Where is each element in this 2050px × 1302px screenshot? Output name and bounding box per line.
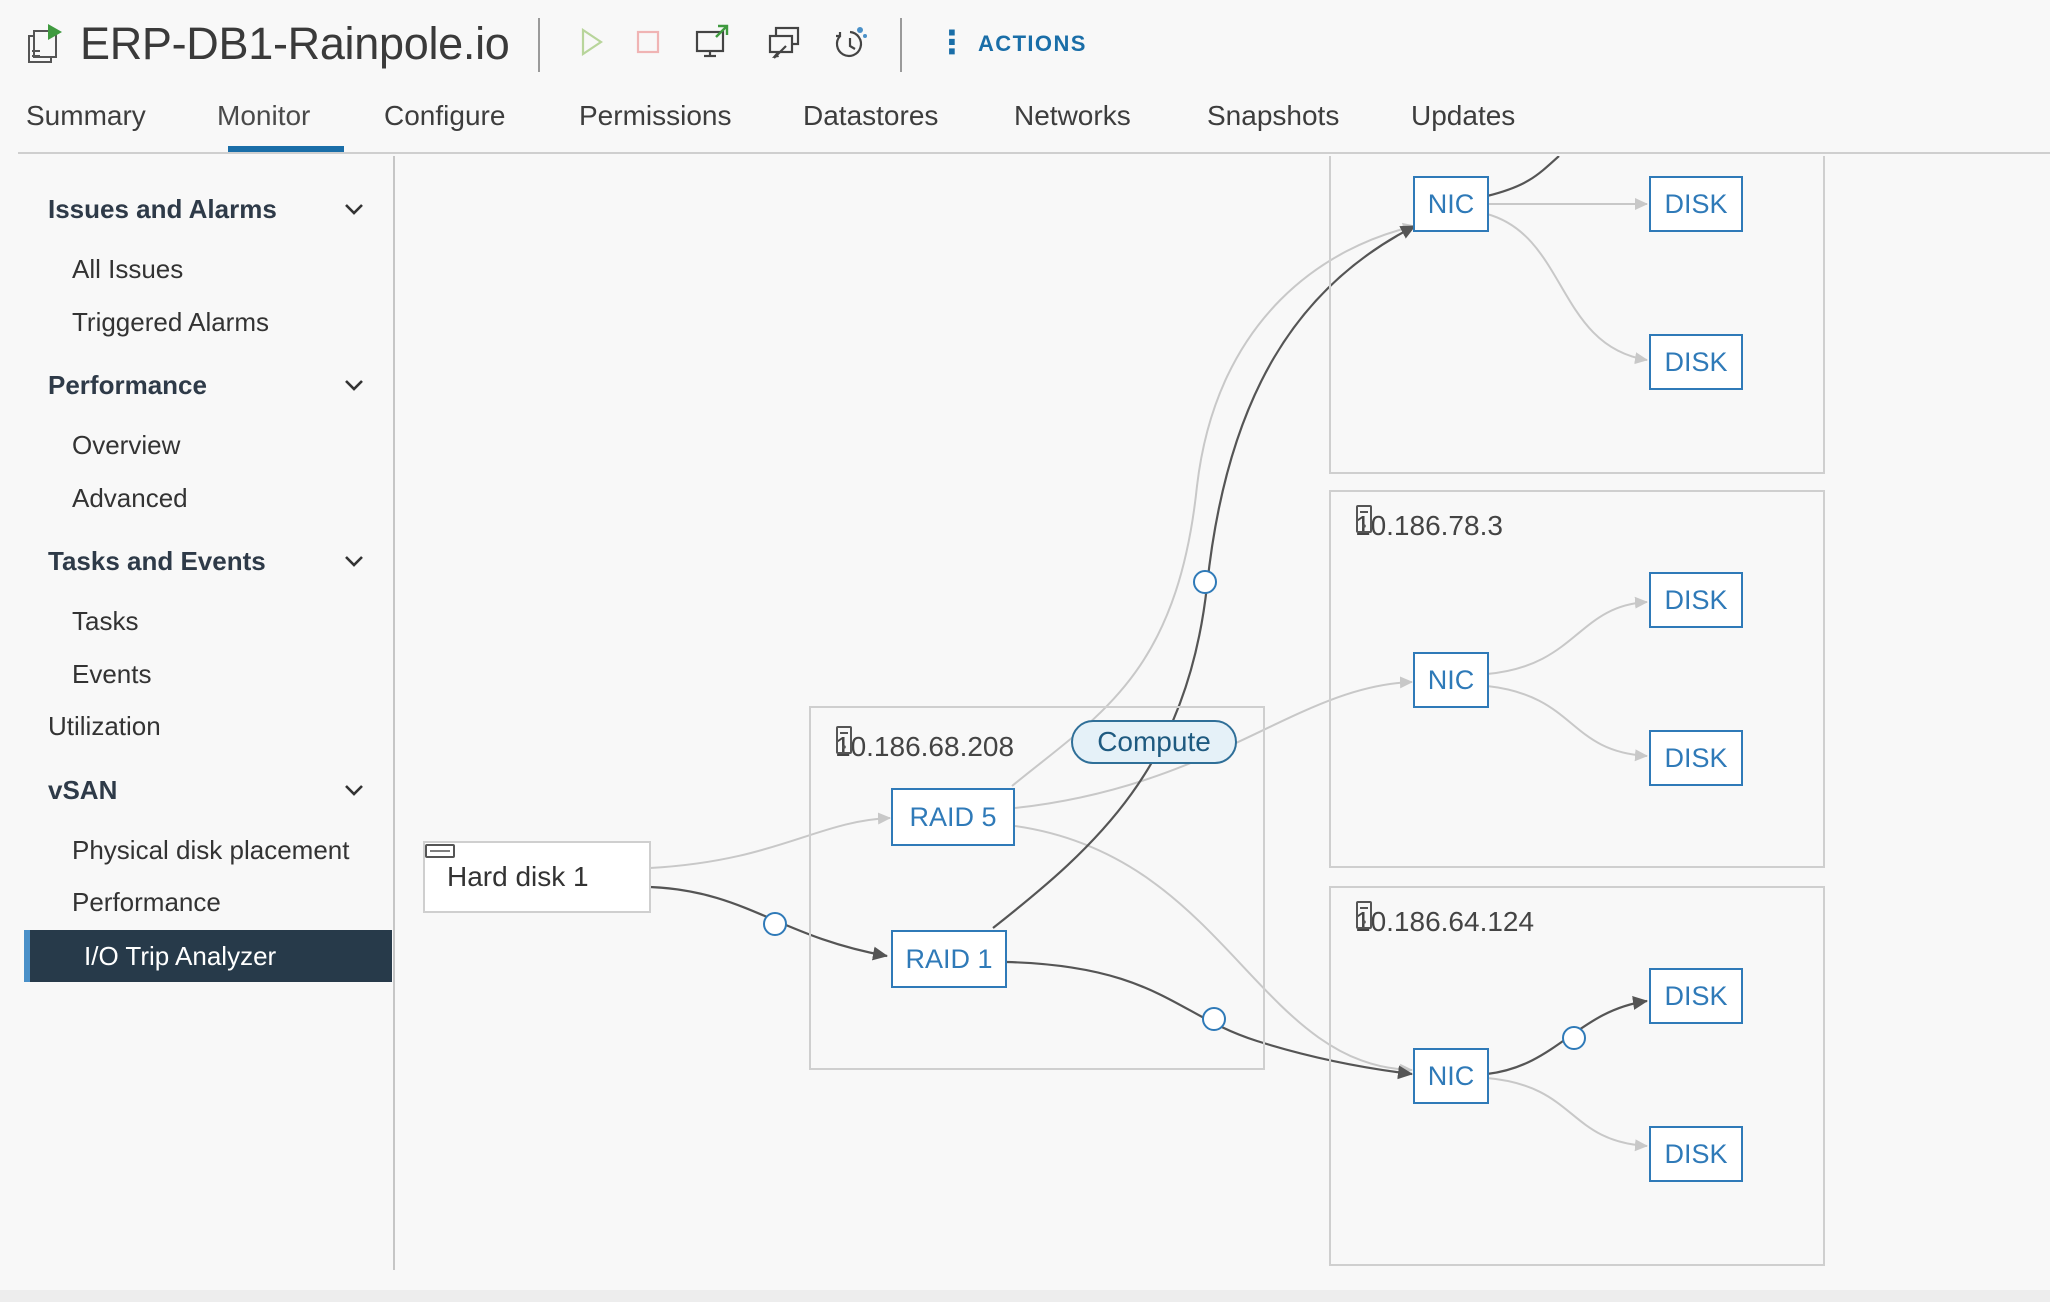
tab-updates[interactable]: Updates — [1411, 100, 1516, 131]
nic-node[interactable]: NIC — [1413, 652, 1489, 708]
host-ip: 10.186.78.3 — [1355, 510, 1503, 541]
sidebar-group-label: Tasks and Events — [48, 545, 266, 576]
compute-host-box — [809, 706, 1265, 1070]
sidebar-item-vsan-performance[interactable]: Performance — [72, 886, 221, 917]
tab-networks[interactable]: Networks — [1014, 100, 1131, 131]
disk-node[interactable]: DISK — [1649, 572, 1743, 628]
io-path-inactive — [1014, 676, 1413, 809]
latency-waypoint[interactable] — [1202, 1007, 1226, 1031]
chevron-down-icon — [345, 556, 363, 567]
latency-waypoint[interactable] — [763, 912, 787, 936]
host-box — [1329, 156, 1825, 474]
io-path-inactive — [1486, 213, 1648, 365]
hard-disk-label: Hard disk 1 — [447, 861, 589, 892]
io-path-active — [649, 885, 888, 961]
chevron-down-icon — [345, 204, 363, 215]
tab-snapshots[interactable]: Snapshots — [1207, 100, 1340, 131]
host-server-icon — [836, 726, 852, 754]
power-on-icon[interactable] — [570, 20, 614, 64]
io-path-inactive — [649, 812, 891, 869]
io-path-inactive — [1486, 685, 1648, 762]
io-path-inactive — [1486, 596, 1648, 675]
launch-console-icon[interactable] — [690, 20, 734, 64]
sidebar-group-issues-and-alarms[interactable]: Issues and Alarms — [0, 183, 392, 235]
io-path-inactive — [1014, 825, 1413, 1076]
tab-monitor[interactable]: Monitor — [217, 100, 311, 131]
monitor-sidebar: Issues and Alarms All Issues Triggered A… — [0, 156, 395, 1270]
latency-waypoint[interactable] — [1562, 1026, 1586, 1050]
sidebar-item-tasks[interactable]: Tasks — [72, 605, 139, 636]
host-label: 10.186.78.3 — [1355, 504, 1537, 548]
io-path-inactive — [1486, 1077, 1648, 1152]
vm-title: ERP-DB1-Rainpole.io — [80, 18, 510, 69]
object-tabs: Summary Monitor Configure Permissions Da… — [18, 92, 2050, 154]
sidebar-item-triggered-alarms[interactable]: Triggered Alarms — [72, 306, 269, 337]
vm-powered-on-icon — [26, 22, 64, 64]
sidebar-item-all-issues[interactable]: All Issues — [72, 253, 184, 284]
object-header: ERP-DB1-Rainpole.io — [0, 0, 2050, 88]
more-vertical-icon: ⋮ — [936, 24, 968, 60]
tab-configure[interactable]: Configure — [384, 100, 506, 131]
power-off-icon[interactable] — [626, 20, 670, 64]
sidebar-group-label: Issues and Alarms — [48, 193, 277, 224]
sidebar-item-io-trip-analyzer[interactable]: I/O Trip Analyzer — [24, 930, 392, 982]
nic-node[interactable]: NIC — [1413, 1048, 1489, 1104]
nic-node[interactable]: NIC — [1413, 176, 1489, 232]
sidebar-group-label: vSAN — [48, 774, 118, 805]
disk-node[interactable]: DISK — [1649, 968, 1743, 1024]
migrate-icon[interactable] — [762, 20, 806, 64]
hard-disk-icon — [425, 844, 455, 858]
snapshot-icon[interactable] — [828, 20, 872, 64]
sidebar-group-label: Performance — [48, 369, 207, 400]
disk-node[interactable]: DISK — [1649, 1126, 1743, 1182]
compute-host-ip: 10.186.68.208 — [835, 731, 1015, 762]
disk-node[interactable]: DISK — [1649, 176, 1743, 232]
toolbar-divider — [538, 18, 540, 72]
actions-menu-button[interactable]: ⋮ ACTIONS — [936, 24, 1087, 64]
hard-disk-node[interactable]: Hard disk 1 — [423, 841, 651, 913]
chevron-down-icon — [345, 380, 363, 391]
chevron-down-icon — [345, 785, 363, 796]
latency-waypoint[interactable] — [1193, 570, 1217, 594]
sidebar-item-events[interactable]: Events — [72, 658, 152, 689]
io-trip-diagram: Hard disk 1 10.186.68.208 Compute RAID 5… — [397, 156, 2050, 1270]
compute-badge: Compute — [1071, 720, 1237, 764]
sidebar-group-vsan[interactable]: vSAN — [0, 764, 392, 816]
active-tab-indicator — [228, 146, 344, 152]
io-path-active — [1006, 960, 1413, 1080]
tab-permissions[interactable]: Permissions — [579, 100, 732, 131]
bottom-panel-edge — [0, 1290, 2050, 1302]
raid5-node[interactable]: RAID 5 — [891, 788, 1015, 846]
disk-node[interactable]: DISK — [1649, 730, 1743, 786]
sidebar-group-performance[interactable]: Performance — [0, 359, 392, 411]
sidebar-item-utilization[interactable]: Utilization — [48, 710, 161, 741]
host-label: 10.186.64.124 — [1355, 900, 1567, 944]
sidebar-item-physical-disk-placement[interactable]: Physical disk placement — [72, 834, 350, 865]
host-box — [1329, 490, 1825, 868]
sidebar-item-overview[interactable]: Overview — [72, 429, 181, 460]
toolbar-divider — [900, 18, 902, 72]
actions-label: ACTIONS — [978, 31, 1087, 56]
host-server-icon — [1356, 901, 1372, 929]
host-box — [1329, 886, 1825, 1266]
sidebar-group-tasks-and-events[interactable]: Tasks and Events — [0, 535, 392, 587]
sidebar-item-advanced[interactable]: Advanced — [72, 482, 188, 513]
tab-summary[interactable]: Summary — [26, 100, 146, 131]
compute-host-label: 10.186.68.208 — [835, 725, 1057, 769]
raid1-node[interactable]: RAID 1 — [891, 930, 1007, 988]
host-server-icon — [1356, 505, 1372, 533]
disk-node[interactable]: DISK — [1649, 334, 1743, 390]
io-path-active — [1486, 156, 1560, 198]
host-ip: 10.186.64.124 — [1355, 906, 1535, 937]
tab-datastores[interactable]: Datastores — [803, 100, 939, 131]
